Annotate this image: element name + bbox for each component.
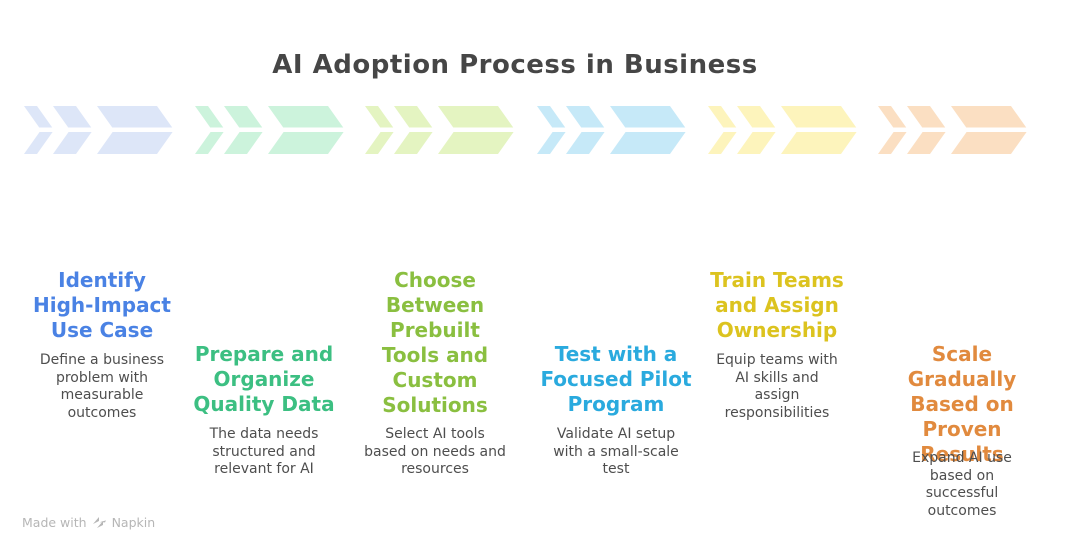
chevron-arrows-step-1 <box>24 106 174 154</box>
step-4-description: Validate AI setup with a small-scale tes… <box>553 426 679 477</box>
step-1-heading: Identify High-Impact Use Case <box>33 268 171 342</box>
step-2-description: The data needs structured and relevant f… <box>209 426 319 477</box>
step-2-heading: Prepare and Organize Quality Data <box>193 342 335 416</box>
chevron-arrows-step-6 <box>878 106 1028 154</box>
chevron-arrows-step-4 <box>537 106 687 154</box>
chevron-arrows-step-3 <box>365 106 515 154</box>
watermark-made-with-label: Made with <box>22 515 87 530</box>
page-title: AI Adoption Process in Business <box>272 50 758 80</box>
step-6-description: Expand AI use based on successful outcom… <box>912 450 1012 519</box>
watermark: Made with Napkin <box>22 515 155 530</box>
step-4-heading: Test with a Focused Pilot Program <box>540 342 692 416</box>
chevron-arrows-step-2 <box>195 106 345 154</box>
napkin-logo-icon <box>92 516 107 529</box>
chevron-arrows-step-5 <box>708 106 858 154</box>
step-1-description: Define a business problem with measurabl… <box>39 352 165 421</box>
step-5-description: Equip teams with AI skills and assign re… <box>716 352 838 421</box>
step-5-heading: Train Teams and Assign Ownership <box>710 268 844 342</box>
step-6-heading: Scale Gradually Based on Proven Results <box>907 342 1017 466</box>
watermark-brand-label: Napkin <box>111 515 156 530</box>
step-3-heading: Choose Between Prebuilt Tools and Custom… <box>381 268 489 417</box>
step-3-description: Select AI tools based on needs and resou… <box>364 426 506 477</box>
